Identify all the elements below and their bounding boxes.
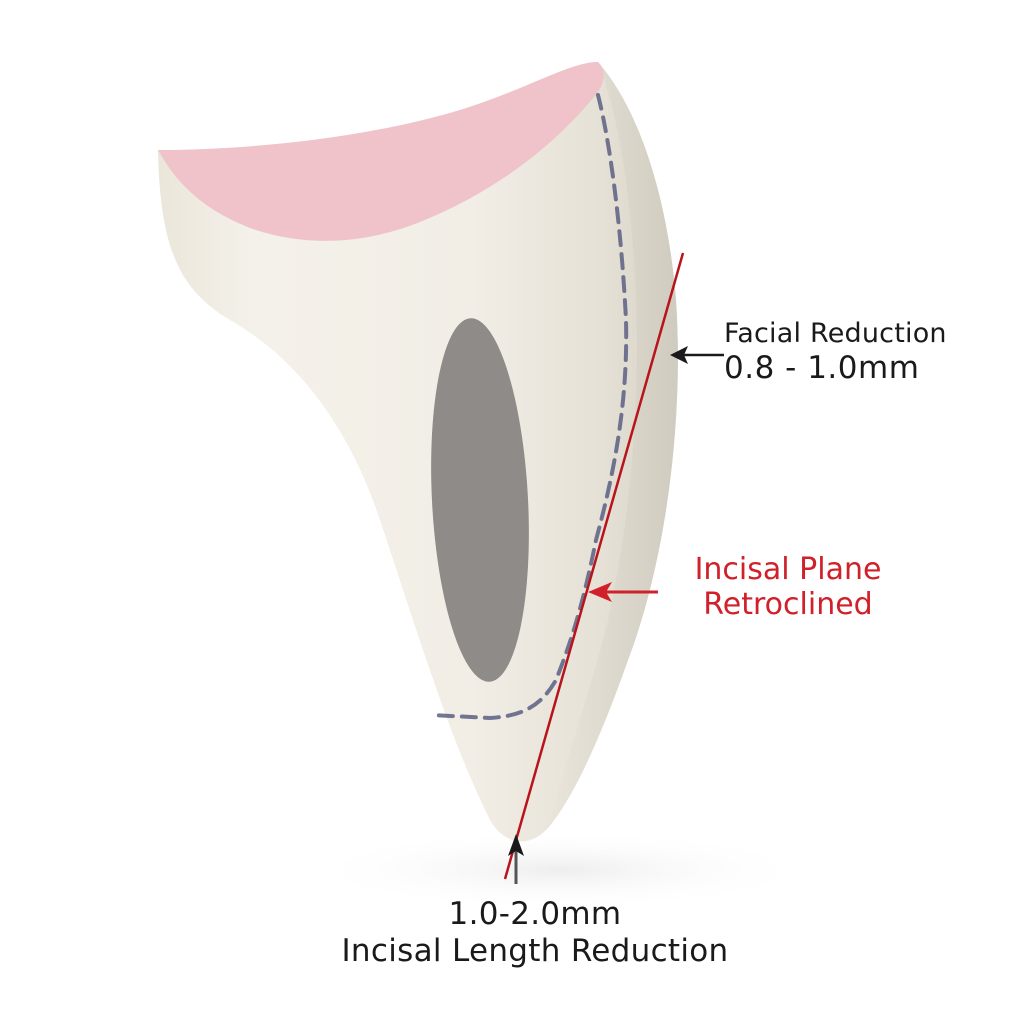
tooth-body (158, 62, 678, 842)
facial-surface-shade (548, 62, 678, 828)
gingiva-section (158, 62, 604, 241)
incisal-length-value: 1.0-2.0mm (448, 896, 622, 932)
incisal-plane-line1: Incisal Plane (694, 552, 882, 587)
incisal-length-arrow-icon (508, 834, 524, 884)
facial-reduction-title: Facial Reduction (724, 318, 947, 349)
incisal-length-title: Incisal Length Reduction (341, 932, 729, 969)
incisal-length-label: 1.0-2.0mm Incisal Length Reduction (290, 896, 780, 969)
incisal-plane-line2: Retroclined (703, 587, 873, 623)
incisal-plane-label: Incisal Plane Retroclined (666, 552, 910, 623)
facial-arrow-icon (670, 346, 724, 364)
prep-outline-dashed (430, 93, 629, 721)
ground-shadow (300, 830, 820, 910)
pulp-chamber (431, 318, 529, 682)
facial-reduction-label: Facial Reduction 0.8 - 1.0mm (724, 318, 947, 386)
facial-reduction-value: 0.8 - 1.0mm (724, 349, 920, 386)
incisal-plane-line (503, 252, 685, 880)
incisal-plane-arrow-icon (588, 582, 658, 602)
